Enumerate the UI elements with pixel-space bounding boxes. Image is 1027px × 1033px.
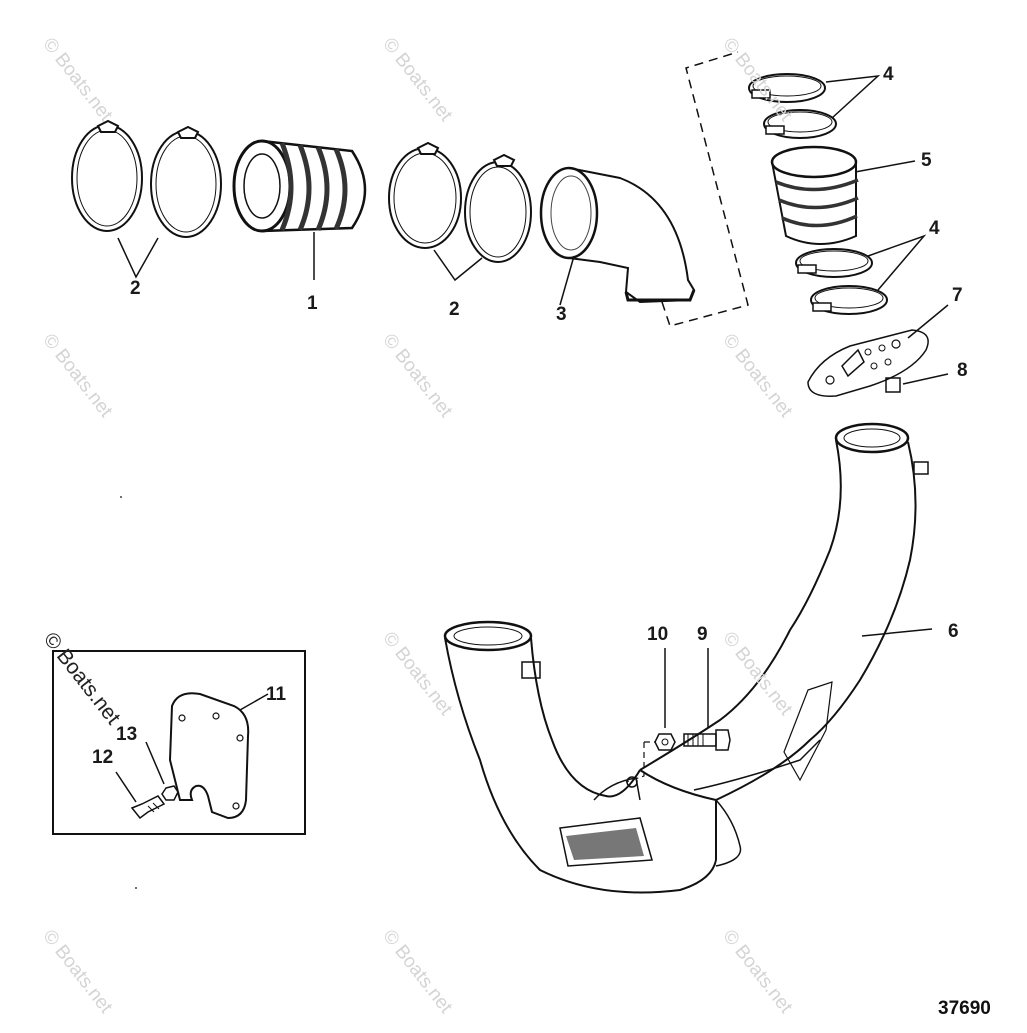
leader-callout-12 — [115, 771, 137, 803]
diagram-number: 37690 — [938, 998, 991, 1019]
hose-clamp-left-outer — [71, 119, 143, 232]
callout-5: 5 — [921, 150, 932, 171]
coupling-hose — [770, 145, 859, 245]
hose-clamp-lower-top — [795, 248, 873, 278]
callout-13: 13 — [116, 724, 138, 745]
leader-callout-4-upper — [825, 74, 881, 119]
leader-callout-13 — [145, 741, 165, 785]
gasket-plate — [807, 329, 929, 397]
callout-10: 10 — [647, 624, 669, 645]
hose-clamp-upper-bottom — [763, 109, 837, 139]
mounting-bracket-plate — [168, 692, 250, 820]
spacer-block — [885, 377, 901, 393]
leader-callout-7 — [907, 304, 949, 339]
hex-nut — [654, 733, 676, 751]
leader-callout-2-right — [433, 249, 483, 282]
inset-box — [52, 650, 306, 835]
inset-nut — [161, 785, 179, 801]
callout-9: 9 — [697, 624, 708, 645]
leader-callout-3 — [559, 255, 575, 306]
leader-callout-11 — [239, 693, 269, 711]
hose-clamp-right-inner — [464, 153, 532, 263]
callout-1: 1 — [307, 293, 318, 314]
callout-3: 3 — [556, 304, 567, 325]
callout-2-right: 2 — [449, 299, 460, 320]
leader-callout-6 — [861, 628, 933, 637]
hose-clamp-upper-top — [748, 73, 826, 103]
leader-callout-8 — [902, 373, 949, 385]
hose-clamp-left-inner — [150, 125, 222, 238]
callout-11: 11 — [266, 684, 287, 705]
leader-callout-2-left — [117, 237, 159, 279]
dashed-fastener-line — [625, 741, 656, 783]
callout-12: 12 — [92, 747, 114, 768]
dashed-assembly-line — [661, 51, 749, 327]
hose-clamp-lower-bottom — [810, 285, 888, 315]
hose-clamp-right-outer — [388, 141, 462, 249]
leader-callout-5 — [854, 160, 916, 173]
callout-6: 6 — [948, 621, 959, 642]
inset-bolt — [130, 795, 166, 820]
callout-8: 8 — [957, 360, 968, 381]
callout-7: 7 — [952, 285, 963, 306]
bellows-hose — [232, 139, 367, 233]
exhaust-y-pipe — [443, 422, 929, 894]
callout-4-upper: 4 — [883, 64, 894, 85]
leader-callout-4-lower — [867, 234, 927, 291]
callout-2-left: 2 — [130, 278, 141, 299]
elbow-fitting — [539, 166, 696, 304]
bolt — [683, 729, 731, 751]
callout-4-lower: 4 — [929, 218, 940, 239]
